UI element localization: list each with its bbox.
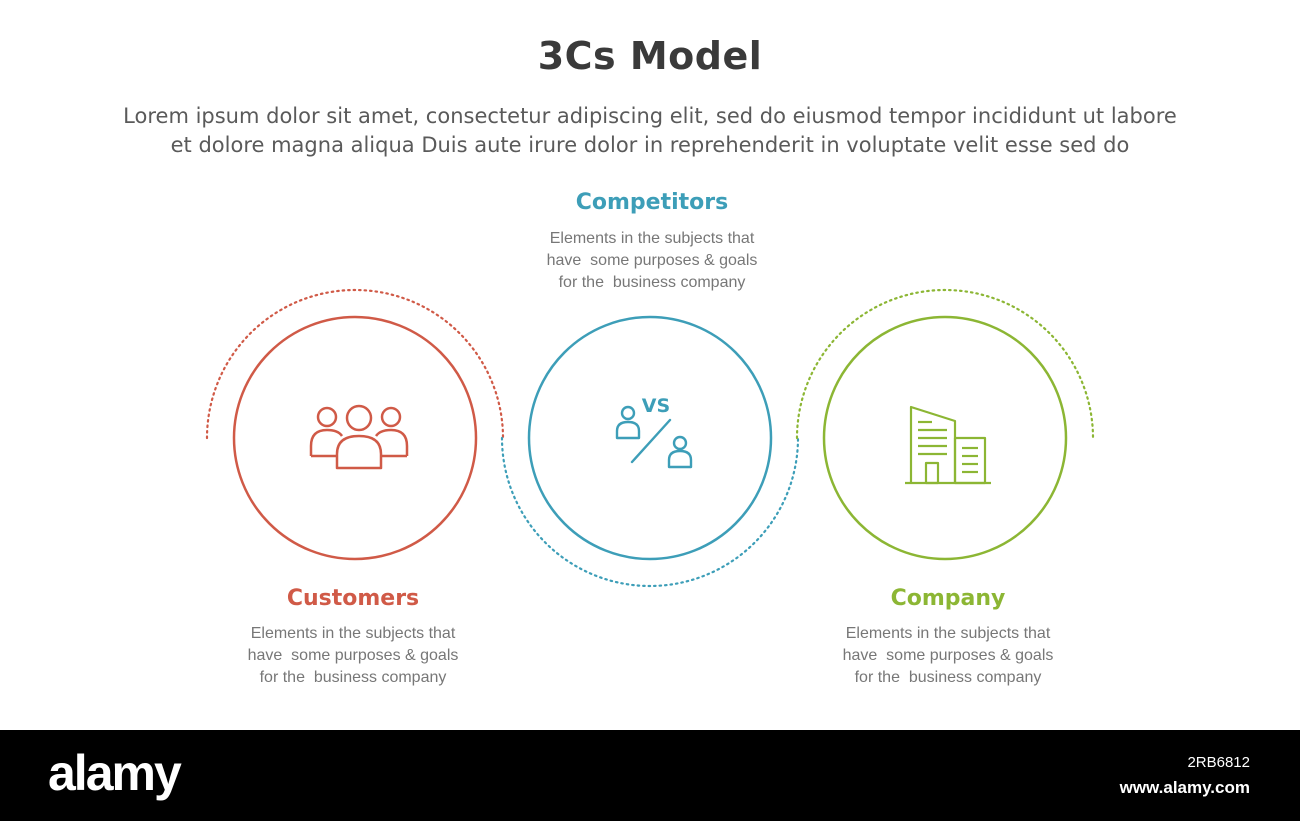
people-group-icon: [309, 404, 409, 470]
competitors-desc-line-3: for the business company: [558, 274, 746, 291]
company-desc-line-1: Elements in the subjects that: [845, 625, 1051, 642]
customers-description: Elements in the subjects that have some …: [203, 623, 503, 689]
competitors-dotted-arc: [500, 436, 800, 588]
three-cs-diagram: VS: [205, 288, 1095, 588]
company-desc-line-2: have some purposes & goals: [842, 647, 1054, 664]
customers-circle: [232, 315, 478, 561]
customers-label: Customers: [286, 586, 420, 611]
company-label: Company: [890, 586, 1006, 611]
image-id: 2RB6812: [1187, 754, 1250, 771]
competitors-desc-line-1: Elements in the subjects that: [549, 230, 755, 247]
building-icon: [905, 405, 991, 485]
customers-desc-line-2: have some purposes & goals: [247, 647, 459, 664]
company-dotted-arc: [795, 288, 1095, 440]
customers-dotted-arc: [205, 288, 505, 440]
subtitle-line-1: Lorem ipsum dolor sit amet, consectetur …: [123, 104, 1177, 128]
site-url: www.alamy.com: [1119, 778, 1250, 797]
subtitle-line-2: et dolore magna aliqua Duis aute irure d…: [170, 133, 1130, 157]
customers-desc-line-3: for the business company: [259, 669, 447, 686]
company-description: Elements in the subjects that have some …: [798, 623, 1098, 689]
competitors-desc-line-2: have some purposes & goals: [546, 252, 758, 269]
customers-desc-line-1: Elements in the subjects that: [250, 625, 456, 642]
page-subtitle: Lorem ipsum dolor sit amet, consectetur …: [60, 102, 1240, 160]
competitors-circle: [527, 315, 773, 561]
versus-text: VS: [642, 395, 670, 417]
watermark-footer: alamy 2RB6812 www.alamy.com: [0, 730, 1300, 821]
competitors-label: Competitors: [575, 190, 729, 215]
brand-logo: alamy: [48, 745, 182, 801]
versus-icon: VS: [615, 395, 693, 469]
company-desc-line-3: for the business company: [854, 669, 1042, 686]
company-circle: [822, 315, 1068, 561]
page-title: 3Cs Model: [537, 34, 763, 78]
competitors-description: Elements in the subjects that have some …: [502, 228, 802, 294]
